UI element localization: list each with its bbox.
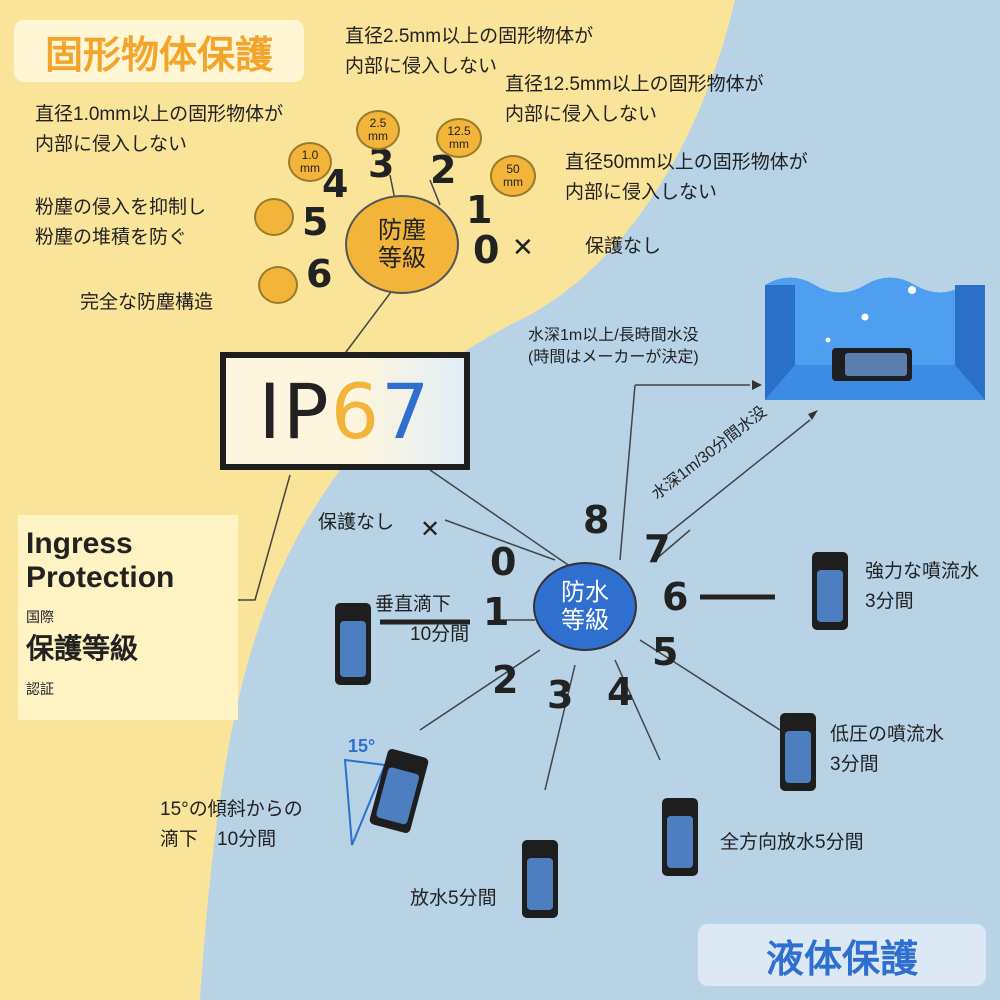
water-hub-line2: 等級: [561, 606, 609, 634]
dust-fine-icon: [254, 198, 294, 236]
water-level-1-number: 1: [483, 590, 510, 634]
water-hub: 防水等級: [533, 562, 637, 651]
dust-level-0-text: 保護なし: [585, 236, 662, 257]
dust-level-4-text: 直径1.0mm以上の固形物体が内部に侵入しない: [35, 104, 284, 155]
info-small2: 認証: [26, 681, 54, 697]
dust-level-6-text: 完全な防塵構造: [80, 292, 214, 313]
info-title-line2: Protection: [26, 561, 175, 594]
ingress-protection-info: Ingress Protection 国際 保護等級 認証: [18, 515, 238, 720]
water-title: 液体保護: [698, 924, 986, 986]
dust-level-0-number: 0: [473, 228, 500, 272]
info-title-line1: Ingress: [26, 527, 133, 560]
water-level-4-text: 全方向放水5分間: [720, 832, 864, 853]
water-level-2-text: 15°の傾斜からの滴下 10分間: [160, 799, 303, 850]
ip-prefix: IP: [258, 366, 331, 456]
dust-tight-icon: [258, 266, 298, 304]
x-icon: ✕: [420, 516, 441, 543]
water-level-8-number: 8: [583, 498, 610, 542]
tilt-angle-label: 15°: [348, 736, 376, 756]
ip-dust-digit: 6: [330, 366, 382, 456]
phone-icon: [335, 603, 371, 685]
phone-icon: [780, 713, 816, 791]
dust-level-1-text: 直径50mm以上の固形物体が内部に侵入しない: [565, 152, 808, 203]
phone-icon: [522, 840, 558, 918]
water-hub-line1: 防水: [561, 578, 609, 606]
water-level-2-number: 2: [492, 658, 519, 702]
water-level-6-number: 6: [662, 575, 689, 619]
x-icon: ✕: [512, 232, 534, 262]
ip-water-digit: 7: [381, 366, 432, 456]
dust-level-5-number: 5: [302, 200, 329, 244]
info-big: 保護等級: [26, 633, 139, 664]
dust-level-5-text: 粉塵の侵入を抑制し粉塵の堆積を防ぐ: [35, 197, 207, 248]
dust-hub-line1: 防塵: [378, 216, 426, 244]
water-level-4-number: 4: [607, 670, 634, 714]
dust-hub: 防塵等級: [345, 195, 459, 294]
dust-level-1-number: 1: [466, 188, 493, 232]
water-level-3-text: 放水5分間: [410, 888, 497, 909]
phone-icon: [812, 552, 848, 630]
water-tank-illustration: [765, 277, 985, 400]
info-small1: 国際: [26, 609, 54, 625]
water-level-7-number: 7: [644, 527, 671, 571]
dust-level-3-text: 直径2.5mm以上の固形物体が内部に侵入しない: [345, 26, 594, 77]
water-level-0-number: 0: [490, 540, 517, 584]
water-level-5-number: 5: [652, 630, 679, 674]
dust-hub-line2: 等級: [378, 244, 426, 272]
dust-level-2-text: 直径12.5mm以上の固形物体が内部に侵入しない: [505, 74, 764, 125]
water-level-0-text: 保護なし: [318, 512, 395, 533]
dust-title: 固形物体保護: [14, 20, 304, 82]
water-level-3-number: 3: [547, 673, 574, 717]
phone-icon: [662, 798, 698, 876]
dust-level-6-number: 6: [306, 252, 333, 296]
water-level-8-text: 水深1m以上/長時間水没(時間はメーカーが決定): [528, 327, 699, 366]
